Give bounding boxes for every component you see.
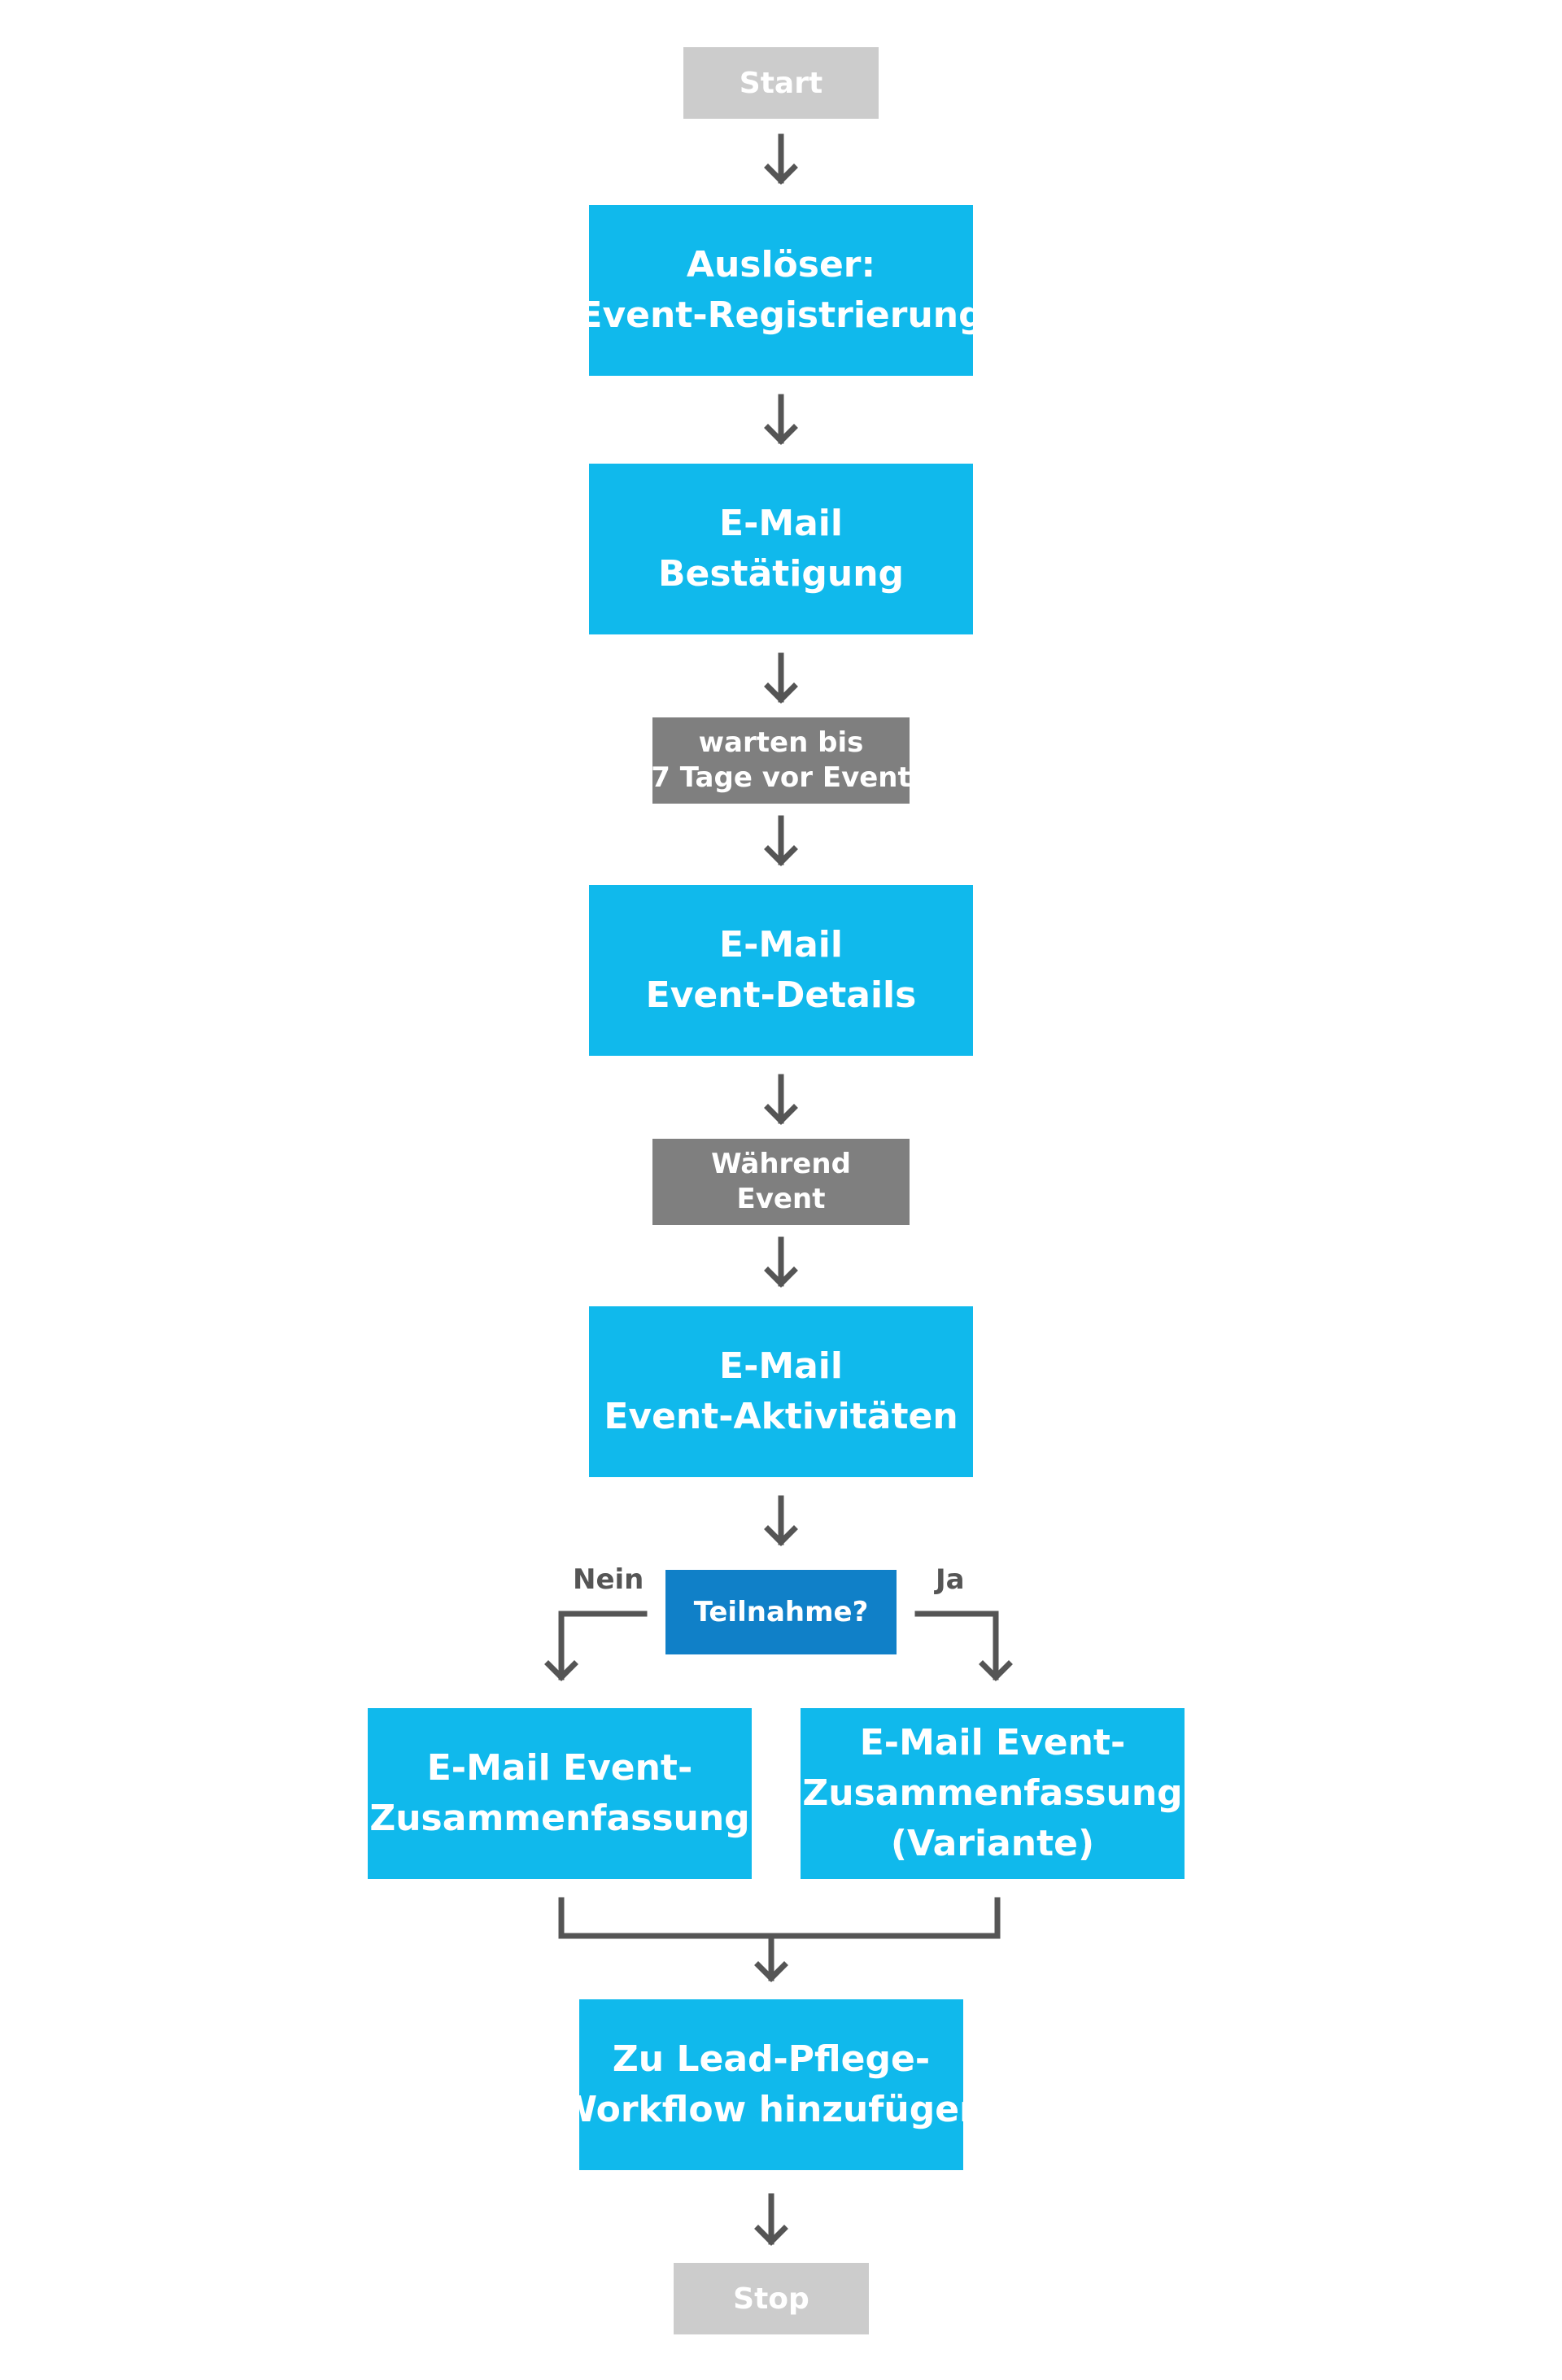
branch-label-yes: Ja [936,1563,965,1596]
summary-yes-line-3: (Variante) [890,1823,1095,1864]
summary-yes-line-1: E-Mail Event- [859,1722,1126,1763]
email-confirmation-line-2: Bestätigung [657,553,905,595]
email-confirmation-node: E-Mail Bestätigung [589,464,973,634]
arrow-confirm-to-wait [764,652,798,704]
start-label: Start [739,66,823,100]
during-event-line-1: Während [711,1148,851,1180]
arrow-decision-no [544,1611,648,1681]
summary-no-node: E-Mail Event- Zusammenfassung [368,1708,752,1879]
trigger-node: Auslöser: Event-Registrierung [578,205,984,376]
branch-label-no: Nein [573,1563,644,1596]
summary-yes-node: E-Mail Event- Zusammenfassung (Variante) [801,1708,1185,1879]
decision-label: Teilnahme? [693,1596,869,1628]
wait-line-1: warten bis [698,726,864,759]
lead-nurture-line-1: Zu Lead-Pflege- [612,2038,931,2080]
start-node: Start [683,47,879,119]
wait-7-days-node: warten bis 7 Tage vor Event [651,717,911,804]
email-event-activities-line-2: Event-Aktivitäten [604,1396,958,1437]
arrow-wait-to-details [764,815,798,866]
trigger-line-1: Auslöser: [686,244,876,286]
email-event-details-node: E-Mail Event-Details [589,885,973,1056]
arrow-merge-to-lead [558,1897,1001,1982]
email-event-activities-line-1: E-Mail [719,1345,843,1387]
email-confirmation-line-1: E-Mail [719,503,843,544]
arrow-lead-to-stop [754,2193,788,2246]
email-event-details-line-2: Event-Details [645,974,917,1016]
lead-nurture-node: Zu Lead-Pflege- Workflow hinzufügen [558,1999,984,2170]
email-event-details-line-1: E-Mail [719,924,843,966]
trigger-line-2: Event-Registrierung [578,294,984,336]
stop-label: Stop [733,2282,809,2316]
stop-node: Stop [674,2263,869,2334]
lead-nurture-line-2: Workflow hinzufügen [557,2089,985,2130]
wait-line-2: 7 Tage vor Event [651,761,911,794]
arrow-decision-yes [914,1611,1013,1681]
email-event-activities-node: E-Mail Event-Aktivitäten [589,1306,973,1477]
summary-yes-line-2: Zusammenfassung [802,1772,1183,1814]
arrow-details-to-during [764,1074,798,1125]
during-event-line-2: Event [736,1183,826,1215]
arrow-start-to-trigger [764,133,798,185]
arrow-during-to-activities [764,1236,798,1288]
summary-no-line-2: Zusammenfassung [369,1798,750,1839]
summary-no-line-1: E-Mail Event- [426,1747,693,1789]
arrow-activities-to-decision [764,1495,798,1546]
arrow-trigger-to-confirm [764,394,798,445]
during-event-node: Während Event [652,1139,910,1225]
decision-node: Teilnahme? [665,1570,897,1654]
